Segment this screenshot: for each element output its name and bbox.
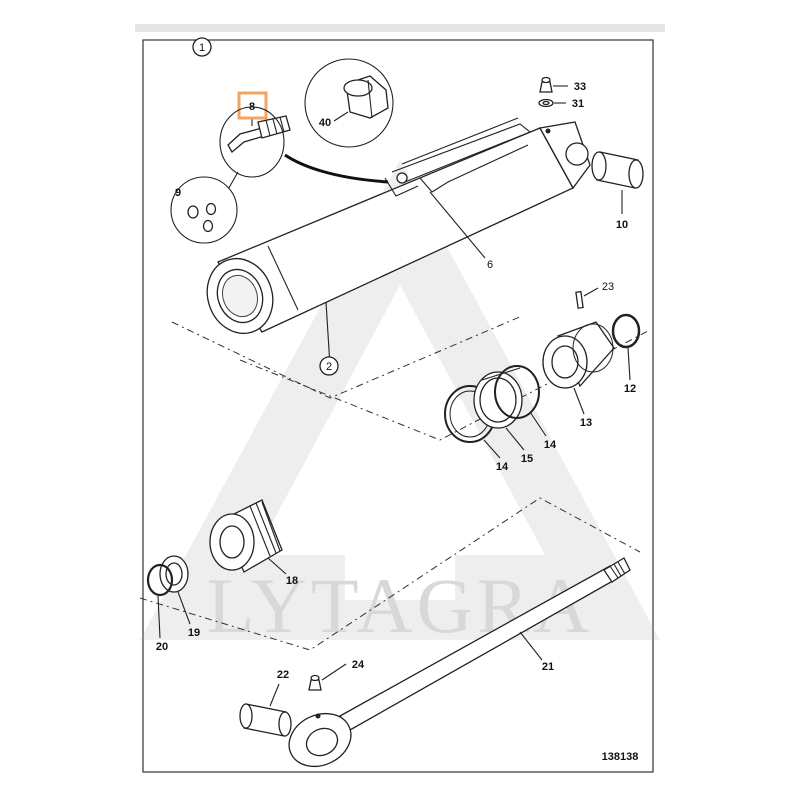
header-band bbox=[135, 24, 665, 32]
piston-13[interactable] bbox=[542, 321, 615, 389]
washer-31[interactable] bbox=[538, 98, 554, 108]
leader-24 bbox=[321, 663, 347, 681]
callout-10: 10 bbox=[616, 219, 628, 231]
callout-19: 19 bbox=[188, 627, 200, 639]
callout-9: 9 bbox=[175, 187, 181, 199]
diagram-frame bbox=[142, 39, 654, 773]
hose-line bbox=[284, 153, 389, 184]
figure-number: 138138 bbox=[602, 751, 639, 763]
callout-2: 2 bbox=[326, 361, 332, 373]
callout-14a: 14 bbox=[496, 461, 509, 473]
callout-12: 12 bbox=[624, 383, 636, 395]
callout-31: 31 bbox=[572, 98, 584, 110]
leader-12 bbox=[627, 347, 631, 381]
callout-33: 33 bbox=[574, 81, 586, 93]
callout-24: 24 bbox=[352, 659, 365, 671]
bush-10[interactable] bbox=[591, 151, 644, 189]
assembly-plane-2 bbox=[171, 315, 523, 399]
callout-21: 21 bbox=[542, 661, 554, 673]
highlight-box-8[interactable] bbox=[237, 91, 268, 120]
piston-rod-21[interactable] bbox=[280, 557, 631, 776]
leader-23 bbox=[583, 287, 599, 297]
callout-15: 15 bbox=[521, 453, 533, 465]
rod-seal-19[interactable] bbox=[159, 555, 189, 593]
callout-1: 1 bbox=[199, 42, 205, 54]
callout-40: 40 bbox=[319, 117, 331, 129]
callout-13: 13 bbox=[580, 417, 592, 429]
cylinder-barrel[interactable] bbox=[197, 117, 591, 343]
leader-21 bbox=[519, 631, 543, 661]
callout-14b: 14 bbox=[544, 439, 557, 451]
leader-6 bbox=[429, 191, 486, 259]
callout-23: 23 bbox=[602, 281, 614, 293]
ref-circle-2 bbox=[319, 356, 339, 376]
rod-plane-line bbox=[139, 497, 641, 651]
seal-kit-detail-circle bbox=[170, 176, 238, 244]
o-ring-12[interactable] bbox=[611, 313, 641, 349]
leader-20 bbox=[157, 595, 161, 639]
grease-nipple-33[interactable] bbox=[539, 76, 553, 93]
piston-seal-14b[interactable] bbox=[494, 365, 540, 419]
leader-18 bbox=[267, 557, 287, 575]
leader-14a bbox=[483, 439, 501, 459]
roll-pin-23[interactable] bbox=[575, 290, 584, 309]
leader-40 bbox=[333, 111, 349, 122]
bush-22[interactable] bbox=[239, 703, 292, 737]
valve-detail-circle bbox=[219, 106, 285, 178]
callout-6: 6 bbox=[487, 259, 493, 271]
gland-18[interactable] bbox=[209, 499, 283, 573]
grease-nipple-24[interactable] bbox=[308, 674, 322, 691]
leader-15 bbox=[505, 427, 525, 451]
callout-22: 22 bbox=[277, 669, 289, 681]
leader-14b bbox=[529, 411, 547, 437]
leader-22 bbox=[269, 683, 280, 707]
callout-20: 20 bbox=[156, 641, 168, 653]
wiper-seal-20[interactable] bbox=[146, 563, 174, 597]
leader-2 bbox=[325, 301, 331, 367]
cartridge-valve-8[interactable] bbox=[227, 115, 291, 153]
leader-13 bbox=[573, 387, 585, 415]
leader-19 bbox=[177, 591, 191, 625]
piston-axis-line bbox=[239, 329, 651, 441]
seal-rings-9[interactable] bbox=[187, 202, 217, 233]
callout-18: 18 bbox=[286, 575, 298, 587]
watermark-text: LYTAGRA bbox=[207, 562, 594, 649]
wear-ring-15[interactable] bbox=[473, 367, 523, 429]
assembly-ref-circle bbox=[192, 37, 212, 57]
cap-40[interactable] bbox=[343, 75, 389, 119]
